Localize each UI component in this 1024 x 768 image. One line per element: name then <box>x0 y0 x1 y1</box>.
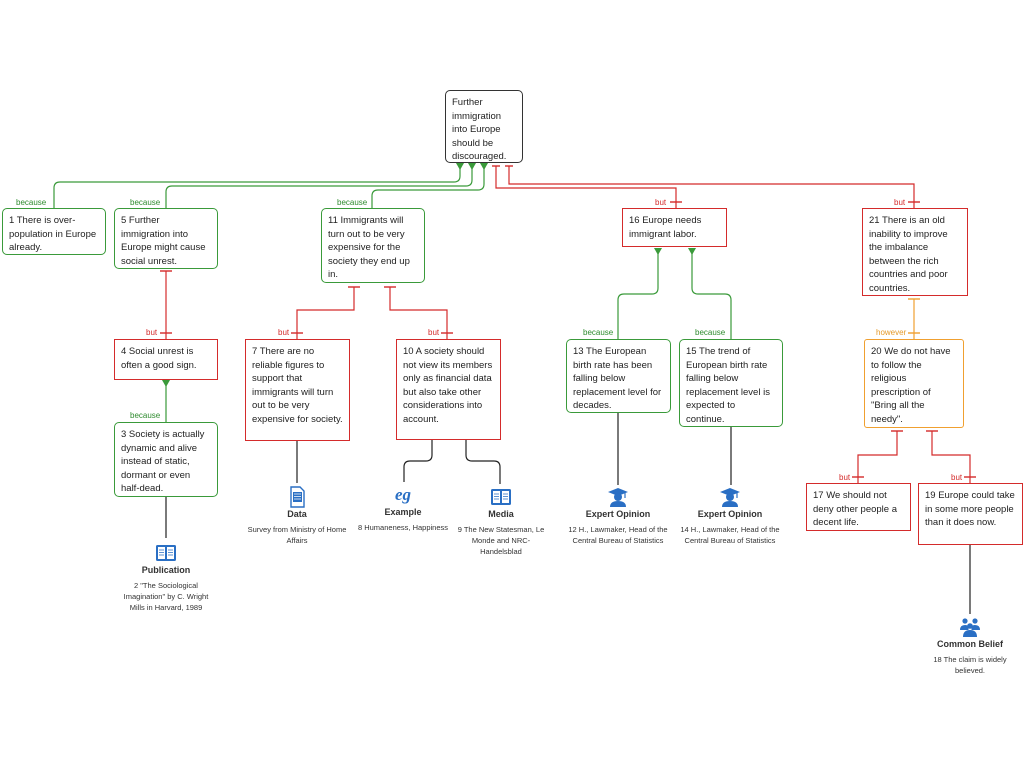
connector-c1-root <box>53 163 461 208</box>
svg-text:eg: eg <box>395 485 412 504</box>
group-icon <box>960 618 980 637</box>
example-eg-icon: eg <box>395 485 412 504</box>
claim-19[interactable]: 19 Europe could take in some more people… <box>918 483 1023 545</box>
claim-5-text: 5 Further immigration into Europe might … <box>121 215 206 267</box>
claim-5[interactable]: 5 Further immigration into Europe might … <box>114 208 218 269</box>
claim-20[interactable]: 20 We do not have to follow the religiou… <box>864 339 964 428</box>
label-but-c17: but <box>839 473 851 482</box>
newspaper-icon <box>491 489 511 505</box>
claim-10[interactable]: 10 A society should not view its members… <box>396 339 501 440</box>
source-6-text: Survey from Ministry of Home Affairs <box>247 525 347 545</box>
label-but-c7: but <box>278 328 290 337</box>
claim-17-text: 17 We should not deny other people a dec… <box>813 490 897 528</box>
label-however-c20: however <box>876 328 907 337</box>
claim-3-text: 3 Society is actually dynamic and alive … <box>121 429 205 494</box>
source-18[interactable]: Common Belief 18 The claim is widely bel… <box>920 616 1020 676</box>
source-14-type: Expert Opinion <box>697 509 763 519</box>
source-8[interactable]: eg Example 8 Humaneness, Happiness <box>353 484 453 533</box>
source-2-text: 2 "The Sociological Imagination" by C. W… <box>123 581 209 612</box>
source-12[interactable]: Expert Opinion 12 H., Lawmaker, Head of … <box>568 486 668 546</box>
label-but-c10: but <box>428 328 440 337</box>
label-because-c3: because <box>130 411 161 420</box>
claim-20-text: 20 We do not have to follow the religiou… <box>871 346 951 425</box>
source-12-text: 12 H., Lawmaker, Head of the Central Bur… <box>568 525 668 545</box>
connector-c15-c16 <box>691 250 732 339</box>
source-9-text: 9 The New Statesman, Le Monde and NRC-Ha… <box>457 525 545 556</box>
claim-11-text: 11 Immigrants will turn out to be very e… <box>328 215 410 280</box>
source-6[interactable]: Data Survey from Ministry of Home Affair… <box>247 486 347 546</box>
source-8-text: 8 Humaneness, Happiness <box>357 523 449 532</box>
claim-13[interactable]: 13 The European birth rate has been fall… <box>566 339 671 413</box>
connector-c19-c20 <box>931 431 971 483</box>
claim-15-text: 15 The trend of European birth rate fall… <box>686 346 770 425</box>
claim-15[interactable]: 15 The trend of European birth rate fall… <box>679 339 783 427</box>
connector-c13-c16 <box>617 250 659 339</box>
source-9-type: Media <box>488 509 514 519</box>
claim-4[interactable]: 4 Social unrest is often a good sign. <box>114 339 218 380</box>
connector-c5-root <box>165 163 473 208</box>
label-because-c11: because <box>337 198 368 207</box>
source-6-type: Data <box>287 509 307 519</box>
data-document-icon <box>290 486 305 508</box>
claim-3[interactable]: 3 Society is actually dynamic and alive … <box>114 422 218 497</box>
claim-19-text: 19 Europe could take in some more people… <box>925 490 1015 528</box>
source-9[interactable]: Media 9 The New Statesman, Le Monde and … <box>451 486 551 557</box>
source-14-text: 14 H., Lawmaker, Head of the Central Bur… <box>680 525 780 545</box>
connector-c21-root <box>508 166 915 208</box>
label-but-c4: but <box>146 328 158 337</box>
claim-7-text: 7 There are no reliable figures to suppo… <box>252 346 343 425</box>
label-but-c21: but <box>894 198 906 207</box>
label-because-c13: because <box>583 328 614 337</box>
claim-21-text: 21 There is an old inability to improve … <box>869 215 948 294</box>
source-12-type: Expert Opinion <box>585 509 651 519</box>
source-2[interactable]: Publication 2 "The Sociological Imaginat… <box>116 542 216 613</box>
connector-c10-c11 <box>389 287 448 339</box>
source-18-text: 18 The claim is widely believed. <box>933 655 1007 675</box>
label-because-c5: because <box>130 198 161 207</box>
graduate-icon <box>608 488 628 507</box>
claim-4-text: 4 Social unrest is often a good sign. <box>121 346 197 371</box>
label-because-c1: because <box>16 198 47 207</box>
claim-11[interactable]: 11 Immigrants will turn out to be very e… <box>321 208 425 283</box>
claim-16[interactable]: 16 Europe needs immigrant labor. <box>622 208 727 247</box>
root-claim[interactable]: Further immigration into Europe should b… <box>445 90 523 163</box>
label-but-c16: but <box>655 198 667 207</box>
claim-21[interactable]: 21 There is an old inability to improve … <box>862 208 968 296</box>
claim-7[interactable]: 7 There are no reliable figures to suppo… <box>245 339 350 441</box>
connector-c17-c20 <box>857 431 898 483</box>
source-14[interactable]: Expert Opinion 14 H., Lawmaker, Head of … <box>680 486 780 546</box>
connector-c11-root <box>371 163 485 208</box>
claim-10-text: 10 A society should not view its members… <box>403 346 493 425</box>
source-8-type: Example <box>384 507 422 517</box>
label-but-c19: but <box>951 473 963 482</box>
root-claim-text: Further immigration into Europe should b… <box>452 97 507 162</box>
connector-s8-c10 <box>403 440 433 482</box>
connector-c16-root <box>495 166 677 208</box>
source-18-type: Common Belief <box>936 639 1003 649</box>
claim-1[interactable]: 1 There is over-population in Europe alr… <box>2 208 106 255</box>
claim-13-text: 13 The European birth rate has been fall… <box>573 346 662 411</box>
claim-16-text: 16 Europe needs immigrant labor. <box>629 215 702 240</box>
source-2-type: Publication <box>141 565 191 575</box>
claim-1-text: 1 There is over-population in Europe alr… <box>9 215 97 253</box>
book-icon <box>156 545 176 561</box>
graduate-icon <box>720 488 740 507</box>
connector-s9-c10 <box>465 440 501 484</box>
label-because-c15: because <box>695 328 726 337</box>
claim-17[interactable]: 17 We should not deny other people a dec… <box>806 483 911 531</box>
connector-c7-c11 <box>296 287 355 339</box>
